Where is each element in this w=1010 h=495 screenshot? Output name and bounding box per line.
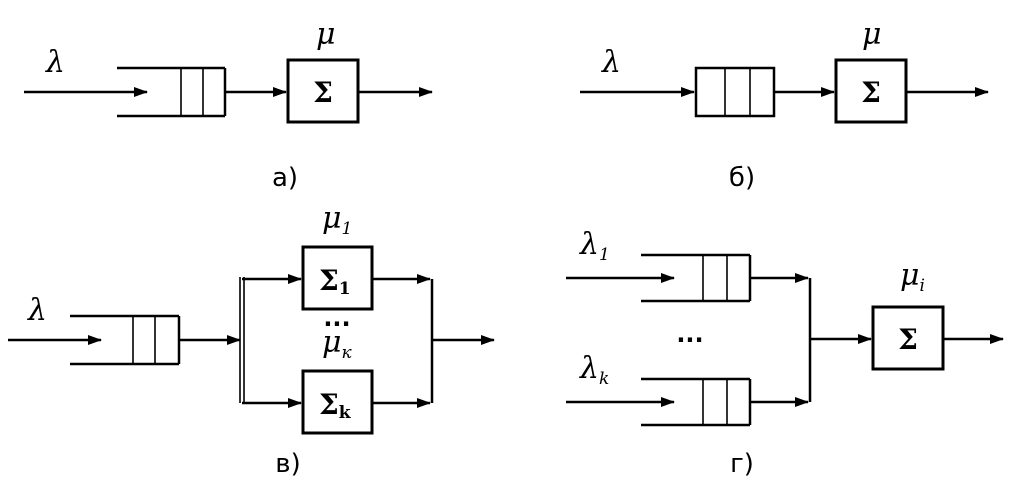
server-box [871,305,945,371]
split-bus [239,277,245,403]
panel-caption: б) [729,163,755,193]
server-box [834,58,908,124]
server-1: μ1 Σ1 [301,201,374,311]
panel-g: λ1 ... λk μi Σ г) [566,227,1004,479]
arrival-rate-label: λ [27,293,47,328]
server-k: μк Σk [301,325,374,435]
ellipsis: ... [323,304,350,332]
service-rate-label: μi [900,258,925,296]
arrival-rate-label: λ [45,45,65,80]
arrival-rate-label-1: λ1 [579,227,610,265]
service-rate-label: μ [316,17,336,52]
server-box [286,58,360,124]
server-sigma-label: Σ [313,76,333,109]
server-sigma-label: Σ1 [319,264,351,299]
panel-v: λ μ1 Σ1 ... μк Σk в) [8,201,495,479]
arrival-rate-label: λ [601,45,621,80]
panel-caption: а) [272,163,298,193]
server-box [301,245,374,311]
panel-b: λ μ Σ б) [580,17,989,193]
arrival-rate-label-k: λk [579,351,609,389]
service-rate-label: μ [862,17,882,52]
panel-caption: г) [730,449,754,479]
panel-caption: в) [275,449,300,479]
server-sigma-label: Σk [319,388,352,423]
ellipsis: ... [676,320,703,348]
open-queue-1 [641,253,752,303]
open-queue [70,314,181,366]
service-rate-label: μк [322,325,353,363]
service-rate-label: μ1 [322,201,352,239]
server-sigma-label: Σ [898,323,918,356]
open-queue [117,66,227,118]
server-sigma-label: Σ [861,76,881,109]
closed-queue [694,66,776,118]
panel-a: λ μ Σ а) [24,17,433,193]
